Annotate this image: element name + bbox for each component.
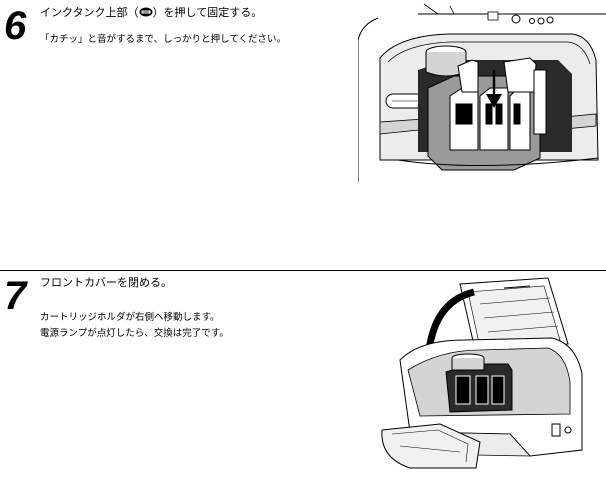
step-number: 6 <box>4 4 26 48</box>
ink-tank-press-illustration <box>358 3 606 182</box>
step-number: 7 <box>4 274 26 318</box>
step-title: フロントカバーを閉める。 <box>40 276 172 289</box>
step-title-text: ）を押して固定する。 <box>152 6 263 19</box>
description-line: カートリッジホルダが右側へ移動します。 <box>40 312 220 323</box>
ink-tank-top-icon <box>139 7 153 17</box>
step-description: カートリッジホルダが右側へ移動します。 電源ランプが点灯したら、交換は完了です。 <box>40 310 229 342</box>
front-cover-close-illustration <box>381 277 583 469</box>
description-line: 「カチッ」と音がするまで、しっかりと押してください。 <box>40 34 287 45</box>
step-title-text: インクタンク上部（ <box>40 6 139 19</box>
description-line: 電源ランプが点灯したら、交換は完了です。 <box>40 328 229 339</box>
section-divider <box>0 270 606 271</box>
step-title: インクタンク上部（ ）を押して固定する。 <box>40 6 262 20</box>
step-description: 「カチッ」と音がするまで、しっかりと押してください。 <box>40 32 286 48</box>
